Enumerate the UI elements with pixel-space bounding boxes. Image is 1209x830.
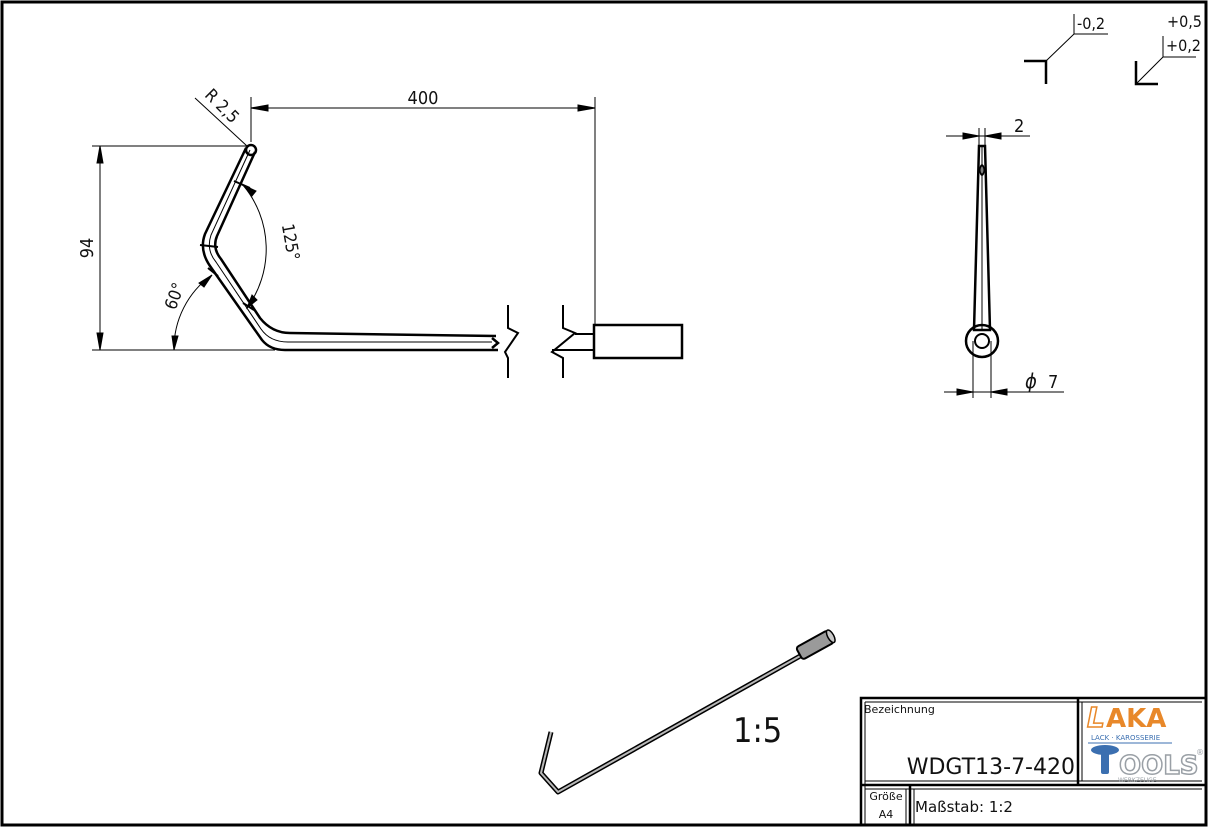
break-line-left — [503, 305, 520, 378]
logo-tools-text: OOLS — [1119, 751, 1199, 781]
dim-angle-125-label: 125° — [277, 222, 303, 262]
tolerance-corner-1 — [1024, 59, 1048, 84]
handle-lead — [552, 333, 594, 351]
arrow — [96, 332, 104, 351]
dim-thickness-label: 2 — [1014, 116, 1024, 137]
arrow — [962, 132, 980, 140]
dimension-lines — [92, 97, 596, 351]
company-logo: L AKA LACK · KAROSSERIE OOLS ® WERKZEUGE — [1086, 700, 1204, 784]
title-block-part-number: WDGT13-7-420 — [907, 755, 1075, 780]
title-block — [859, 696, 1206, 825]
tolerance-leader-2 — [1135, 36, 1196, 85]
hook-tip — [244, 143, 258, 157]
logo-l-letter: L — [1087, 701, 1105, 734]
dim-400-label: 400 — [408, 88, 439, 109]
title-block-size-value: A4 — [879, 808, 894, 821]
dim-angle-60-label: 60° — [161, 280, 189, 312]
side-view — [199, 143, 684, 378]
dim-diameter-label: 7 — [1048, 372, 1058, 393]
hook-inner-contour — [213, 151, 497, 338]
logo-t-letter-icon — [1091, 745, 1119, 774]
arrow — [250, 104, 269, 112]
front-view-inner-circle — [974, 333, 990, 349]
iso-handle — [795, 629, 836, 660]
iso-scale-label: 1:5 — [733, 711, 782, 751]
arrow — [245, 294, 258, 310]
tolerance-1-label: -0,2 — [1077, 14, 1105, 33]
tolerance-symbols — [1024, 14, 1196, 86]
hook-centerline — [208, 149, 492, 343]
arrow — [96, 145, 104, 164]
hook-outer-contour — [201, 147, 498, 352]
title-block-size-label: Größe — [869, 790, 902, 803]
bend-tick-2 — [199, 244, 219, 248]
arrow — [198, 274, 213, 288]
title-block-bezeichnung-label: Bezeichnung — [864, 703, 935, 716]
dim-radius-label: R 2,5 — [200, 85, 242, 127]
iso-rod-highlight — [540, 654, 803, 793]
arrow — [577, 104, 596, 112]
angle-125-arc — [242, 184, 267, 309]
tolerance-2-lower-label: +0,2 — [1166, 36, 1201, 55]
dim-diameter-symbol: ϕ — [1025, 369, 1037, 393]
arrow — [242, 184, 257, 197]
front-view-dimensions — [944, 128, 1064, 398]
logo-aka-text: AKA — [1106, 704, 1166, 734]
front-view — [964, 144, 1000, 359]
front-view-body — [972, 144, 992, 332]
title-block-outer — [859, 696, 1206, 825]
break-line-right — [550, 305, 577, 378]
front-view-outer-circle — [964, 323, 1000, 359]
logo-subtitle-2: WERKZEUGE — [1118, 777, 1157, 784]
arrow — [171, 335, 179, 351]
arrow — [990, 388, 1008, 396]
shaft-end — [491, 337, 500, 349]
logo-subtitle-1: LACK · KAROSSERIE — [1091, 734, 1160, 742]
tolerance-leader-1 — [1045, 14, 1108, 62]
title-block-scale: Maßstab: 1:2 — [915, 798, 1013, 816]
tolerance-2-upper-label: +0,5 — [1167, 12, 1202, 31]
arrow — [984, 132, 1002, 140]
arrow — [956, 388, 974, 396]
isometric-view — [538, 629, 836, 795]
handle — [592, 323, 684, 360]
logo-registered: ® — [1196, 748, 1204, 757]
bend-tick-3 — [207, 267, 219, 277]
dim-94-label: 94 — [77, 238, 98, 259]
radius-leader — [194, 97, 248, 147]
front-view-tip-hole — [979, 164, 985, 176]
